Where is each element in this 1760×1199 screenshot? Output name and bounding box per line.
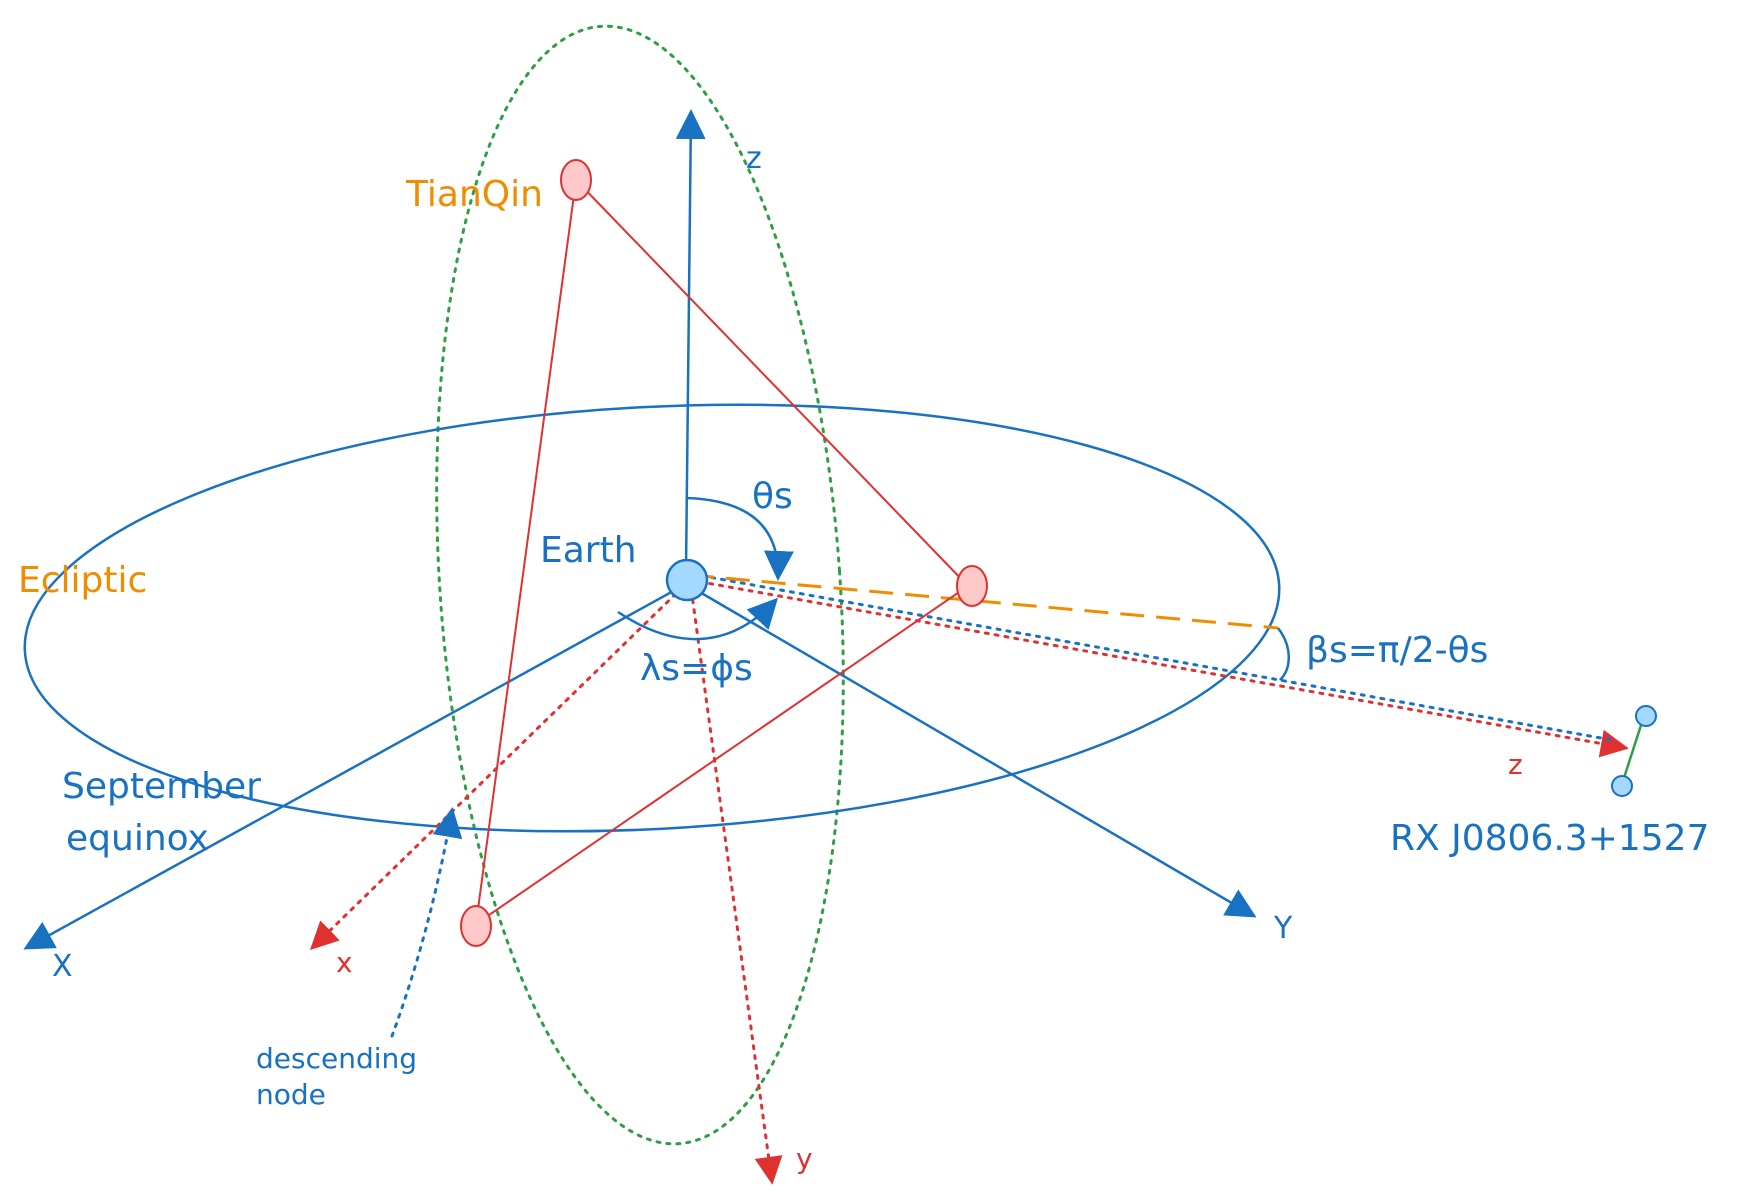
earth-label: Earth [540,530,637,571]
axis-Z-label: z [746,141,762,176]
equinox-label: equinox [66,818,209,859]
theta-arc [686,496,794,581]
descending-label: descending [256,1042,417,1075]
binary-star-bottom [1611,775,1633,797]
descending-node-pointer [390,807,463,1038]
beta-label: βs=π/2-θs [1306,630,1488,671]
ecliptic-projection-line [689,573,1279,630]
tianqin-triangle [474,177,970,927]
y-axis-line [685,582,1257,918]
axis-Y-label: Y [1273,911,1293,946]
theta-label: θs [752,476,793,517]
beta-arc [1277,627,1290,681]
satellite-top [560,159,592,201]
lambda-label: λs=ϕs [640,648,753,689]
source-label: RX J0806.3+1527 [1390,818,1709,859]
detector-orbit [435,24,845,1146]
ecliptic-label: Ecliptic [18,560,147,601]
binary-link [1620,715,1646,785]
det-z-axis-line [688,578,1629,758]
september-label: September [62,766,261,807]
binary-star-top [1635,705,1657,727]
lambda-arc [617,597,779,641]
ecliptic-ellipse [23,403,1281,833]
satellite-bottom [460,905,492,947]
axis-x-det-label: x [336,946,353,979]
det-x-axis-line [309,578,692,950]
z-axis-line [675,109,706,571]
axis-y-det-label: y [796,1142,813,1175]
det-y-axis-line [688,578,783,1185]
x-axis-line [23,582,687,950]
earth-icon [665,558,709,602]
satellite-right [956,565,988,607]
axis-z-det-label: z [1508,748,1523,781]
node-label: node [256,1078,326,1111]
tianqin-label: TianQin [405,174,543,215]
source-direction-line [690,572,1614,742]
axis-X-label: X [52,949,73,984]
